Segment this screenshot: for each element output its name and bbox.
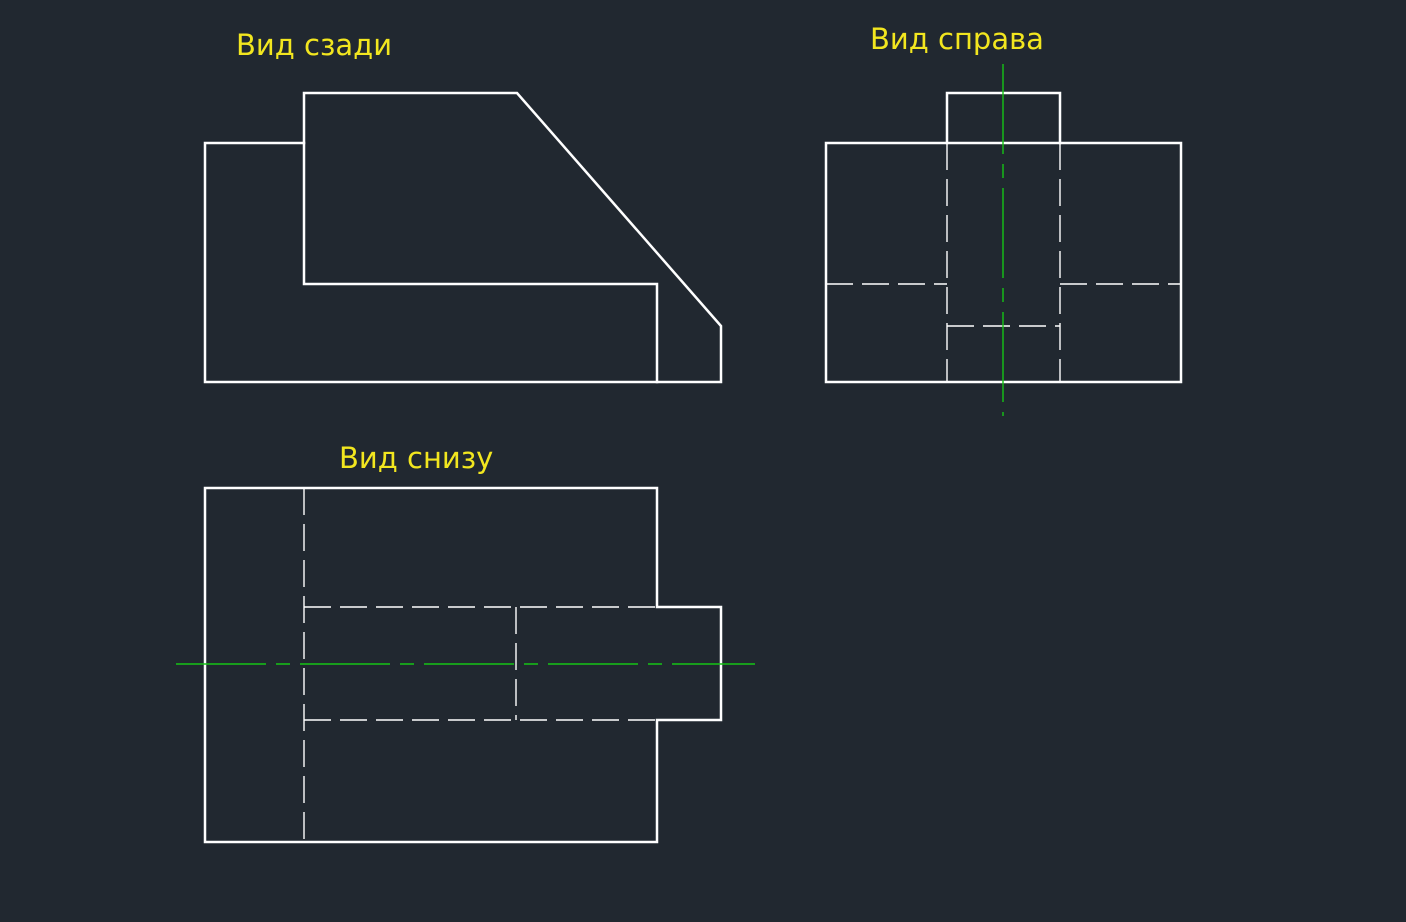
back-view-step-edge xyxy=(302,141,659,384)
bottom-view-label: Вид снизу xyxy=(339,441,493,475)
bottom-view-outline xyxy=(203,486,723,844)
right-view-label: Вид справа xyxy=(870,22,1044,56)
back-view: Вид сзади xyxy=(203,28,723,384)
bottom-view: Вид снизу xyxy=(176,441,755,844)
right-view: Вид справа xyxy=(824,22,1183,416)
back-view-label: Вид сзади xyxy=(236,28,392,62)
back-view-outline xyxy=(203,91,723,384)
